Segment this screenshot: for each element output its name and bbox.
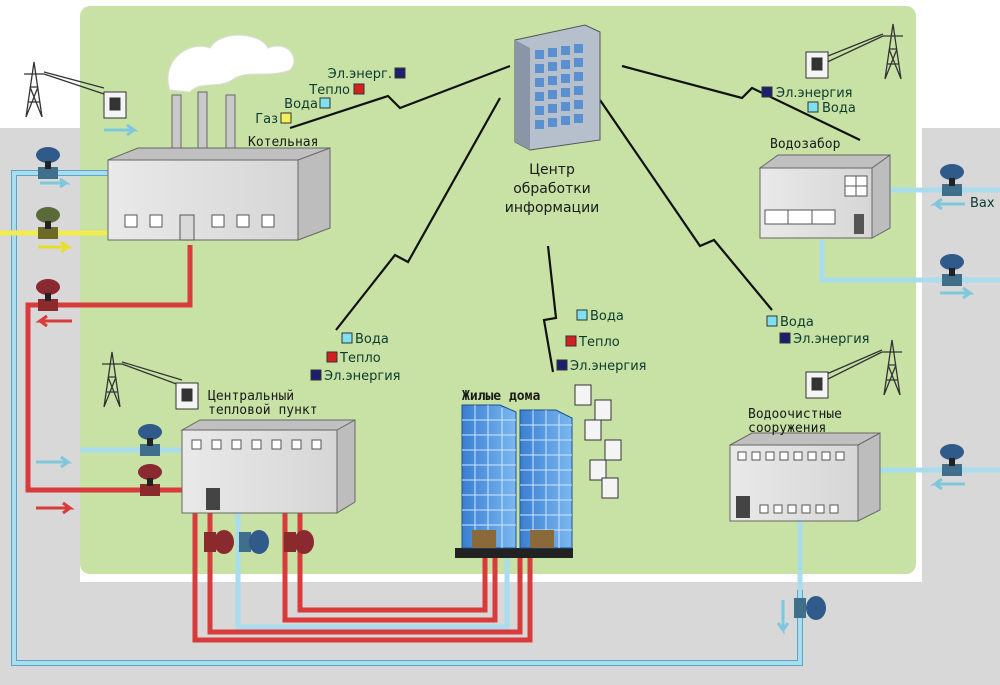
legend-item-label: Вода (780, 315, 814, 330)
gas-meter-icon (36, 207, 60, 239)
water-meter-icon (940, 254, 964, 286)
heat-meter-icon (138, 464, 162, 496)
heat-meter-icon (36, 279, 60, 311)
water-meter-icon (138, 424, 162, 456)
chimney (197, 91, 208, 158)
flow-arrows (35, 123, 975, 635)
water-meter-icon (239, 530, 269, 554)
legend-swatch (280, 112, 292, 124)
legend-swatch (576, 309, 588, 321)
water-intake: Водозабор (758, 137, 891, 239)
legend-treatment: Вода Эл.энергия (766, 315, 870, 347)
power-tower-icon (102, 351, 183, 408)
smoke (167, 34, 295, 93)
flow-meters (36, 147, 964, 620)
legend-item-label: Эл.энергия (793, 332, 870, 347)
center-label-line-2: обработки (513, 181, 591, 197)
link-ctp-center (335, 97, 501, 331)
legend-item-label: Эл.энерг. (328, 67, 392, 82)
water-intake-label: Водозабор (770, 137, 841, 152)
water-meter-icon (940, 164, 964, 196)
water-meter-icon (794, 596, 826, 620)
legend-item-label: Эл.энергия (324, 369, 401, 384)
center-label-line-1: Центр (529, 162, 575, 178)
legend-item-label: Тепло (339, 351, 381, 366)
legend-item-label: Тепло (308, 83, 350, 98)
power-tower-icon (821, 339, 902, 396)
water-meter-icon (940, 444, 964, 476)
heat-pipes (25, 245, 533, 643)
legend-item-label: Вода (822, 101, 856, 116)
residential-houses: Жилые дома (455, 384, 622, 558)
apartment-meters (574, 384, 622, 499)
power-tower-icon (822, 23, 903, 80)
boiler-windows (124, 214, 275, 241)
legend-item-label: Тепло (578, 335, 620, 350)
treatment-label-line-1: Водоочистные (748, 407, 842, 422)
tower-grid (462, 405, 572, 548)
legend-houses: Вода Тепло Эл.энергия (556, 309, 647, 374)
legend-swatch (766, 315, 778, 327)
legend-swatch (326, 351, 338, 363)
legend-item-label: Вода (590, 309, 624, 324)
center-label-line-3: информации (505, 200, 600, 216)
legend-swatch (807, 101, 819, 113)
water-treatment: Водоочистные сооружения (729, 407, 881, 522)
legend-swatch (779, 332, 791, 344)
water-meter-icon (36, 147, 60, 179)
link-intake-center (621, 64, 861, 141)
legend-heat-point: Вода Тепло Эл.энергия (310, 332, 401, 384)
legend-water-intake: Эл.энергия Вода (761, 86, 856, 116)
edge-label-right: Вах (970, 196, 995, 211)
legend-item-label: Эл.энергия (570, 359, 647, 374)
radio-links (289, 64, 861, 373)
heat-point-label-line-2: тепловой пункт (208, 403, 318, 418)
legend-swatch (310, 369, 322, 381)
power-tower-icon (24, 61, 105, 118)
legend-swatch (556, 359, 568, 371)
heat-point-label-line-1: Центральный (208, 389, 294, 404)
power-towers (24, 23, 903, 408)
legend-swatch (394, 67, 406, 79)
boiler-house: Котельная (107, 34, 331, 241)
legend-swatch (341, 332, 353, 344)
legend-item-label: Вода (355, 332, 389, 347)
boiler-label: Котельная (248, 135, 318, 150)
houses-label: Жилые дома (462, 389, 540, 404)
center-windows (535, 44, 583, 129)
electric-meters (103, 51, 829, 410)
legend-swatch (761, 86, 773, 98)
legend-item-label: Газ (255, 112, 278, 127)
heat-meter-icon (204, 530, 234, 554)
link-boiler-center (289, 64, 511, 130)
legend-swatch (565, 335, 577, 347)
link-houses-center (542, 245, 558, 373)
heat-meter-icon (284, 530, 314, 554)
legend-item-label: Вода (284, 97, 318, 112)
treatment-label-line-2: сооружения (748, 421, 826, 436)
legend-item-label: Эл.энергия (776, 86, 853, 101)
legend-boiler: Эл.энерг. Тепло Вода Газ (255, 67, 406, 127)
central-heat-point: Центральный тепловой пункт (180, 389, 356, 514)
link-treatment-center (599, 99, 773, 311)
legend-swatch (353, 83, 365, 95)
processing-center: Центр обработки информации (505, 24, 601, 216)
legend-swatch (319, 97, 331, 109)
